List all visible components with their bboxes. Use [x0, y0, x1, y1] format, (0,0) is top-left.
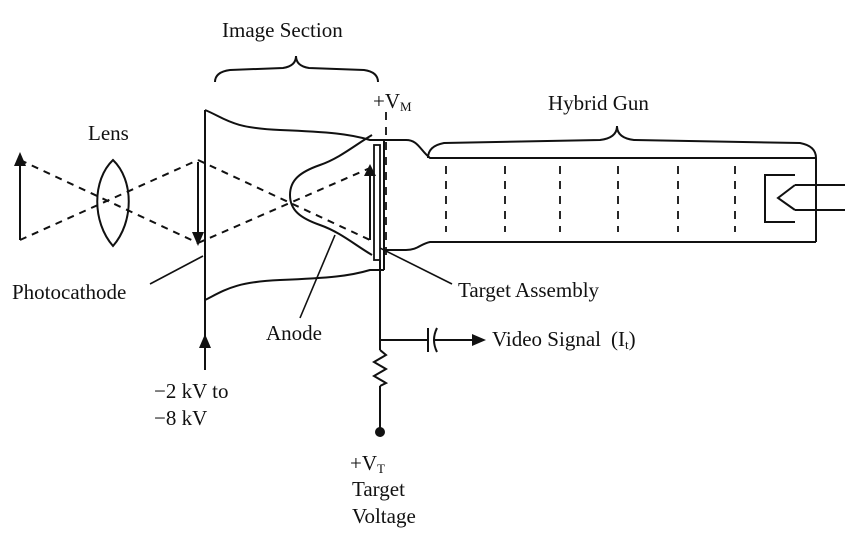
anode-leader	[299, 234, 336, 319]
ray-tube-1	[197, 167, 371, 244]
target-plate	[373, 144, 381, 261]
target-terminal	[375, 427, 385, 437]
tube-lower-wall	[204, 269, 384, 301]
vt-label: +VT	[350, 451, 385, 476]
hv-supply-arrowhead	[199, 334, 211, 348]
hybrid-gun	[384, 125, 845, 251]
ray-upper	[19, 159, 199, 244]
vt-sub: T	[377, 461, 385, 476]
focused-image-arrowhead	[364, 164, 376, 176]
video-signal-paren-close: )	[629, 327, 636, 351]
image-section-brace	[214, 55, 379, 83]
gun-lower-wall	[384, 241, 816, 251]
photocathode-label: Photocathode	[12, 280, 126, 304]
video-signal-paren-open: (I	[611, 327, 625, 351]
target-label: Target	[352, 477, 405, 501]
lens-group	[14, 152, 371, 248]
tube-upper-wall	[204, 109, 384, 141]
image-arrowhead	[192, 232, 204, 246]
signal-arrowhead	[472, 334, 486, 346]
coupling-capacitor-plate-2	[433, 327, 438, 353]
vt-plus: +V	[350, 451, 377, 475]
target-assembly-leader	[379, 247, 453, 285]
gun-upper-wall	[384, 139, 816, 159]
vm-plus: +V	[373, 89, 400, 113]
hybrid-gun-brace	[427, 125, 817, 159]
video-signal-text: Video Signal	[492, 327, 601, 351]
voltage-range-line2: −8 kV	[154, 406, 207, 430]
anode-label: Anode	[266, 321, 322, 345]
voltage-range-line1: −2 kV to	[154, 379, 228, 403]
photocathode-leader	[149, 255, 204, 285]
hybrid-gun-label: Hybrid Gun	[548, 91, 649, 115]
image-section	[204, 55, 385, 301]
target-assembly-label: Target Assembly	[458, 278, 600, 302]
ray-tube-2	[197, 159, 371, 241]
cathode-filament	[776, 184, 796, 211]
load-resistor	[372, 349, 389, 387]
target-circuit	[372, 260, 486, 437]
lens-shape	[96, 158, 130, 248]
ray-lower	[19, 159, 199, 241]
anode-electrode	[288, 134, 373, 256]
image-section-label: Image Section	[222, 18, 343, 42]
object-arrowhead	[14, 152, 26, 166]
lens-label: Lens	[88, 121, 129, 145]
video-signal-label: Video Signal (It)	[492, 327, 636, 352]
voltage-label: Voltage	[352, 504, 416, 528]
vm-label: +VM	[373, 89, 412, 114]
cathode-housing	[764, 174, 795, 223]
vm-sub: M	[400, 99, 412, 114]
video-signal-sub: t	[625, 337, 629, 352]
